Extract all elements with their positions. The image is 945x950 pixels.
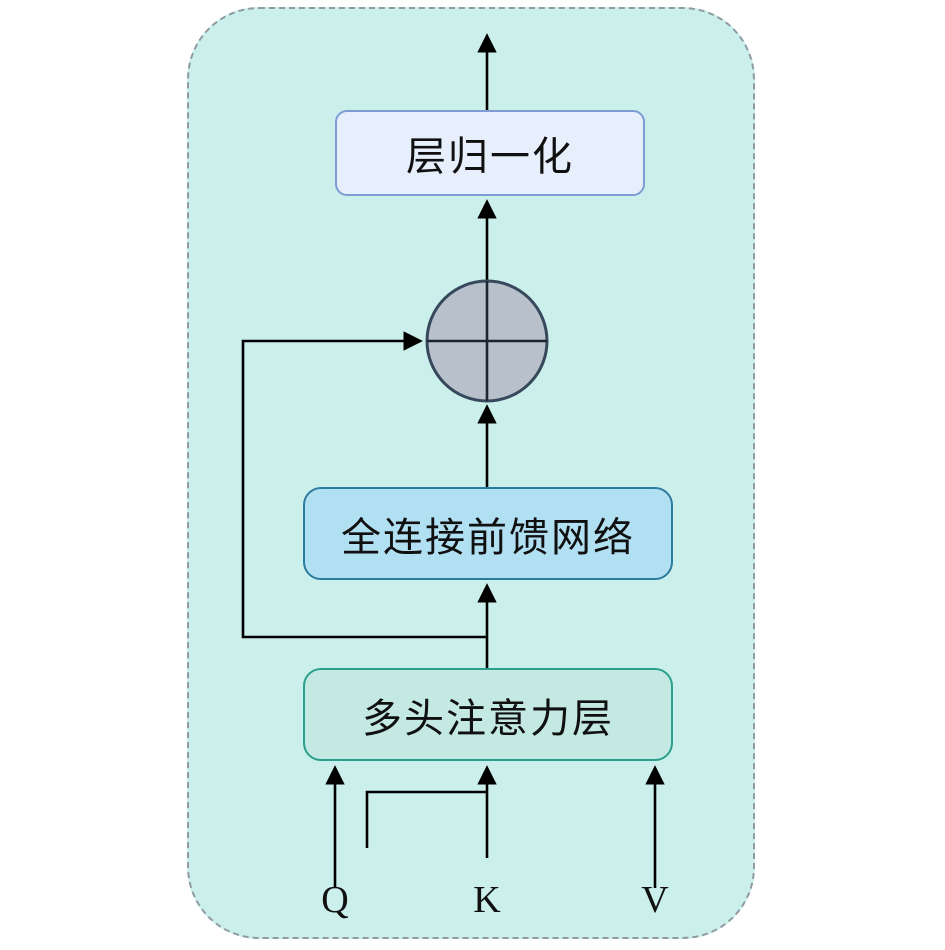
layer-norm-box: 层归一化 [335,110,645,196]
feed-forward-label: 全连接前馈网络 [341,514,635,560]
input-label-q: Q [321,879,349,921]
layer-norm-label: 层归一化 [406,134,574,179]
feed-forward-box: 全连接前馈网络 [303,487,673,580]
input-label-k: K [473,879,501,921]
input-label-v: V [641,879,669,921]
multi-head-attention-box: 多头注意力层 [303,668,673,761]
multi-head-attention-label: 多头注意力层 [362,695,614,741]
